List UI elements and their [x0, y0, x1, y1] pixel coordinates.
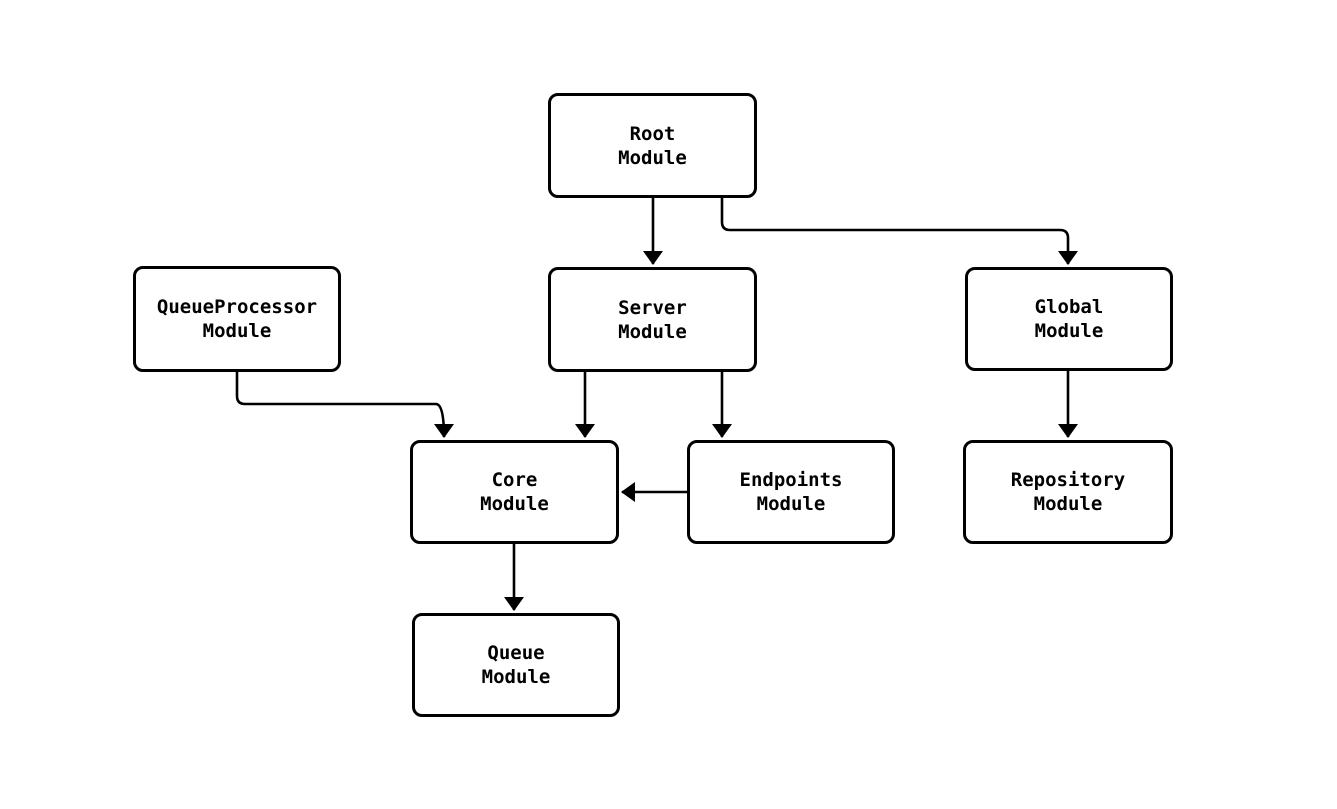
node-root-module: Root Module — [548, 93, 757, 198]
node-endpoints-module: Endpoints Module — [687, 440, 895, 544]
node-label: Queue Module — [481, 642, 551, 688]
node-repository-module: Repository Module — [963, 440, 1173, 544]
node-global-module: Global Module — [965, 267, 1173, 371]
node-server-module: Server Module — [548, 267, 757, 372]
node-label: Global Module — [1034, 296, 1104, 342]
node-label: Core Module — [480, 469, 549, 515]
node-label: Repository Module — [1010, 469, 1126, 515]
node-label: Root Module — [618, 122, 687, 169]
node-label: Server Module — [618, 296, 687, 343]
node-core-module: Core Module — [410, 440, 619, 544]
node-queueprocessor-module: QueueProcessor Module — [133, 266, 341, 372]
edge-queueprocessor-to-core — [235, 372, 454, 438]
node-label: Endpoints Module — [739, 469, 843, 515]
node-queue-module: Queue Module — [412, 613, 620, 717]
node-label: QueueProcessor Module — [156, 296, 318, 342]
edge-root-to-global — [720, 198, 1078, 265]
